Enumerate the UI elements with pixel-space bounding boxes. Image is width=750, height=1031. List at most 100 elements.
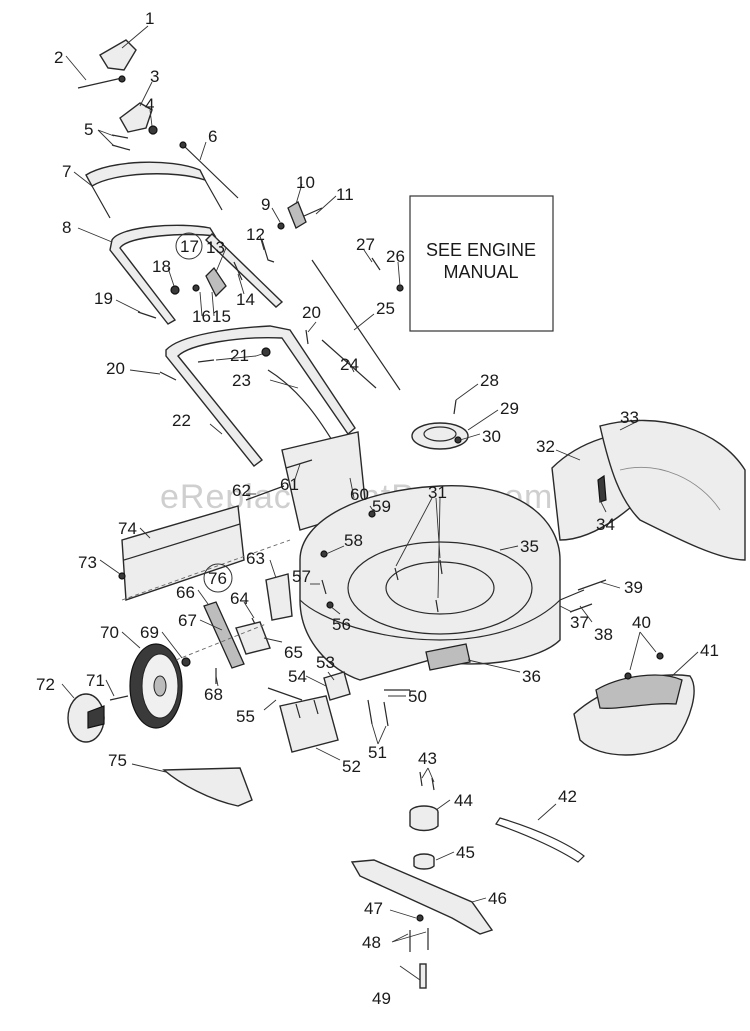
callout-43: 43 [418, 749, 437, 768]
part-28-screw [453, 399, 457, 415]
callout-19: 19 [94, 289, 113, 308]
part-53-54-bracket [323, 671, 351, 701]
callout-65: 65 [284, 643, 303, 662]
part-13-pulley [205, 266, 227, 298]
part-44-blade-adapter [409, 805, 439, 832]
callout-10: 10 [296, 173, 315, 192]
part-40-screws [624, 652, 664, 680]
part-19-bolt [137, 311, 157, 319]
callout-28: 28 [480, 371, 499, 390]
leader-lines [61, 25, 699, 981]
callout-56: 56 [332, 615, 351, 634]
part-36-deck-skirt [425, 643, 471, 671]
callout-38: 38 [594, 625, 613, 644]
part-1-bracket [99, 39, 137, 71]
callout-33: 33 [620, 408, 639, 427]
callout-66: 66 [176, 583, 195, 602]
part-2-cable-end [77, 75, 126, 89]
part-76-circle [203, 563, 233, 593]
callout-4: 4 [145, 95, 154, 114]
callout-72: 72 [36, 675, 55, 694]
part-49-bolt [419, 963, 427, 989]
callout-6: 6 [208, 127, 217, 146]
callout-75: 75 [108, 751, 127, 770]
callout-2: 2 [54, 48, 63, 67]
part-70-wheel [129, 643, 183, 729]
callout-5: 5 [84, 120, 93, 139]
callout-7: 7 [62, 162, 71, 181]
part-31-bolts [394, 559, 443, 613]
callout-17-circle [175, 232, 203, 260]
engine-note-line2: MANUAL [443, 262, 518, 282]
part-4-nut [148, 125, 158, 135]
part-66-67-lever [203, 601, 245, 669]
part-69-bearing [181, 657, 191, 667]
part-22-lower-handle [165, 325, 356, 467]
callout-68: 68 [204, 685, 223, 704]
part-3-control-lever [119, 102, 153, 133]
callout-54: 54 [288, 667, 307, 686]
callout-67: 67 [178, 611, 197, 630]
part-52-transmission [279, 695, 339, 753]
callout-52: 52 [342, 757, 361, 776]
callout-71: 71 [86, 671, 105, 690]
callout-11: 11 [336, 185, 354, 204]
part-21-knobs [197, 347, 271, 363]
callout-23: 23 [232, 371, 251, 390]
callout-labels: 1 2 3 4 5 6 7 8 9 10 11 12 13 14 15 16 1… [36, 9, 719, 1008]
part-34-bracket [597, 474, 607, 503]
callout-30: 30 [482, 427, 501, 446]
callout-32: 32 [536, 437, 555, 456]
part-45-hub [413, 853, 435, 870]
callout-57: 57 [292, 567, 311, 586]
part-73-screw [118, 572, 126, 580]
part-5-screws [111, 134, 131, 151]
callout-63: 63 [246, 549, 265, 568]
callout-22: 22 [172, 411, 191, 430]
part-20-bolt-left [159, 371, 177, 381]
callout-9: 9 [261, 195, 270, 214]
part-8-handle-frame [109, 224, 284, 325]
callout-51: 51 [368, 743, 387, 762]
part-56-screw [326, 601, 334, 609]
callout-20-right: 20 [302, 303, 321, 322]
callout-42: 42 [558, 787, 577, 806]
callout-70: 70 [100, 623, 119, 642]
part-11-screw [303, 207, 323, 217]
part-10-clamp [287, 201, 307, 229]
part-50-51-hardware [367, 689, 410, 727]
callout-24: 24 [340, 355, 359, 374]
callout-29: 29 [500, 399, 519, 418]
part-20-bolt-right [305, 329, 309, 345]
part-48-bolts [409, 928, 429, 952]
part-46-blade [350, 859, 494, 935]
callout-27: 27 [356, 235, 375, 254]
callout-64: 64 [230, 589, 249, 608]
part-14-spring [233, 261, 243, 281]
part-65-height-adjuster [235, 621, 271, 655]
callout-17: 17 [180, 237, 199, 256]
part-37-38-39-hardware [559, 579, 607, 613]
callout-20-left: 20 [106, 359, 125, 378]
part-6-rod [179, 141, 239, 199]
callout-58: 58 [344, 531, 363, 550]
part-63-bracket [265, 573, 293, 621]
part-12-pin [261, 239, 275, 263]
callout-49: 49 [372, 989, 391, 1008]
callout-40: 40 [632, 613, 651, 632]
callout-61: 61 [280, 475, 299, 494]
part-42-belt [495, 817, 585, 863]
callout-25: 25 [376, 299, 395, 318]
callout-26: 26 [386, 247, 405, 266]
part-27-screw [371, 257, 381, 271]
callout-3: 3 [150, 67, 159, 86]
part-47-washer [416, 914, 424, 922]
part-7-upper-handle [85, 161, 223, 219]
engine-note-box: SEE ENGINE MANUAL [409, 195, 554, 332]
callout-13: 13 [206, 238, 225, 257]
callout-62: 62 [232, 481, 251, 500]
part-61-hinge [285, 459, 313, 469]
part-43-bolts [419, 771, 435, 791]
callout-44: 44 [454, 791, 473, 810]
